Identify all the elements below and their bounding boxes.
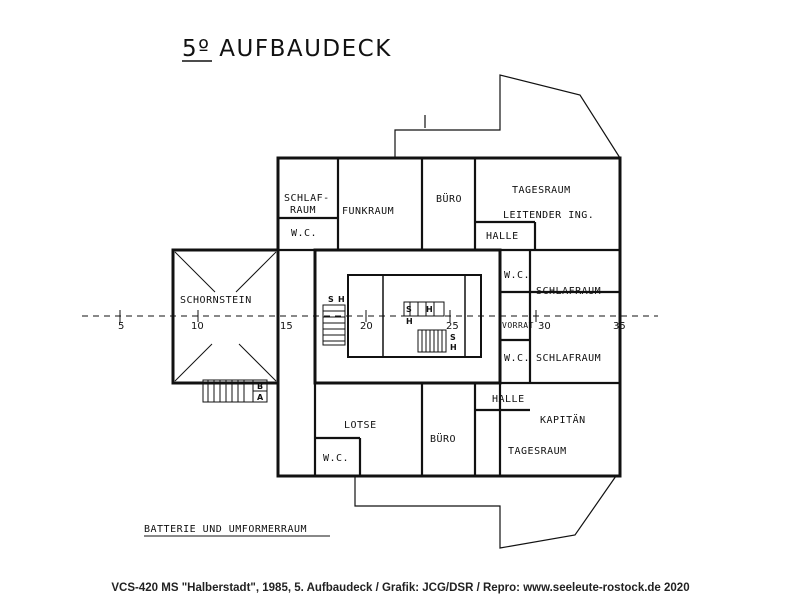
frame-number: 10 bbox=[191, 321, 204, 332]
stair-mark: H bbox=[406, 317, 413, 326]
plan-title: 5º AUFBAUDECK bbox=[182, 36, 392, 62]
funnel-diagonals bbox=[174, 251, 277, 382]
room-label-wc-right-lower: W.C. bbox=[504, 353, 530, 364]
image-caption: VCS-420 MS "Halberstadt", 1985, 5. Aufba… bbox=[111, 582, 690, 594]
room-label-vorrat: VORRAT bbox=[502, 321, 534, 330]
stair-mark: S bbox=[450, 333, 456, 342]
inner-core bbox=[347, 274, 482, 358]
room-label-halle-bottom: HALLE bbox=[492, 394, 525, 405]
right-column-walls bbox=[475, 250, 620, 476]
stair-mark: H bbox=[426, 305, 433, 314]
room-label-wc-bottom-left: W.C. bbox=[323, 453, 349, 464]
room-label-schlafraum-top-left: SCHLAF- bbox=[284, 193, 330, 204]
frame-number: 15 bbox=[280, 321, 293, 332]
bridge-wing-bottom bbox=[354, 475, 617, 549]
room-label-schornstein: SCHORNSTEIN bbox=[180, 295, 252, 306]
room-label-tagesraum-bottom: TAGESRAUM bbox=[508, 446, 567, 457]
stair-middle bbox=[417, 329, 447, 353]
external-stair bbox=[202, 379, 268, 403]
room-label-schlafraum-top-left: RAUM bbox=[290, 205, 316, 216]
frame-number: 30 bbox=[538, 321, 551, 332]
room-label-tagesraum-top: TAGESRAUM bbox=[512, 185, 571, 196]
deck-plan: 5º AUFBAUDECK 5 10 15 20 25 30 35 bbox=[82, 36, 658, 549]
frame-number: 20 bbox=[360, 321, 373, 332]
room-label-leitender-ing: LEITENDER ING. bbox=[503, 210, 594, 221]
room-label-schlafraum-right-lower: SCHLAFRAUM bbox=[536, 353, 601, 364]
room-label-wc-top-left: W.C. bbox=[291, 228, 317, 239]
stair-mark: H bbox=[338, 295, 345, 304]
room-label-batterie: BATTERIE UND UMFORMERRAUM bbox=[144, 524, 307, 535]
room-label-lotse: LOTSE bbox=[344, 420, 377, 431]
frame-number: 5 bbox=[118, 321, 124, 332]
stair-top bbox=[403, 301, 445, 317]
room-label-schlafraum-right-upper: SCHLAFRAUM bbox=[536, 286, 601, 297]
room-label-buero-top: BÜRO bbox=[436, 192, 462, 205]
stair-mark-a: A bbox=[257, 393, 264, 402]
room-label-halle-top: HALLE bbox=[486, 231, 519, 242]
stair-mark-b: B bbox=[257, 382, 263, 391]
room-label-funkraum: FUNKRAUM bbox=[342, 206, 394, 217]
room-label-kapitaen: KAPITÄN bbox=[540, 413, 586, 426]
room-label-wc-right-upper: W.C. bbox=[504, 270, 530, 281]
stair-left bbox=[322, 304, 346, 346]
stair-mark: S bbox=[328, 295, 334, 304]
stair-mark: H bbox=[450, 343, 457, 352]
stair-mark: S bbox=[406, 305, 412, 314]
bottom-row-walls bbox=[313, 383, 477, 476]
bridge-wing-top bbox=[394, 74, 621, 159]
room-label-buero-bottom: BÜRO bbox=[430, 432, 456, 445]
frame-number: 25 bbox=[446, 321, 459, 332]
